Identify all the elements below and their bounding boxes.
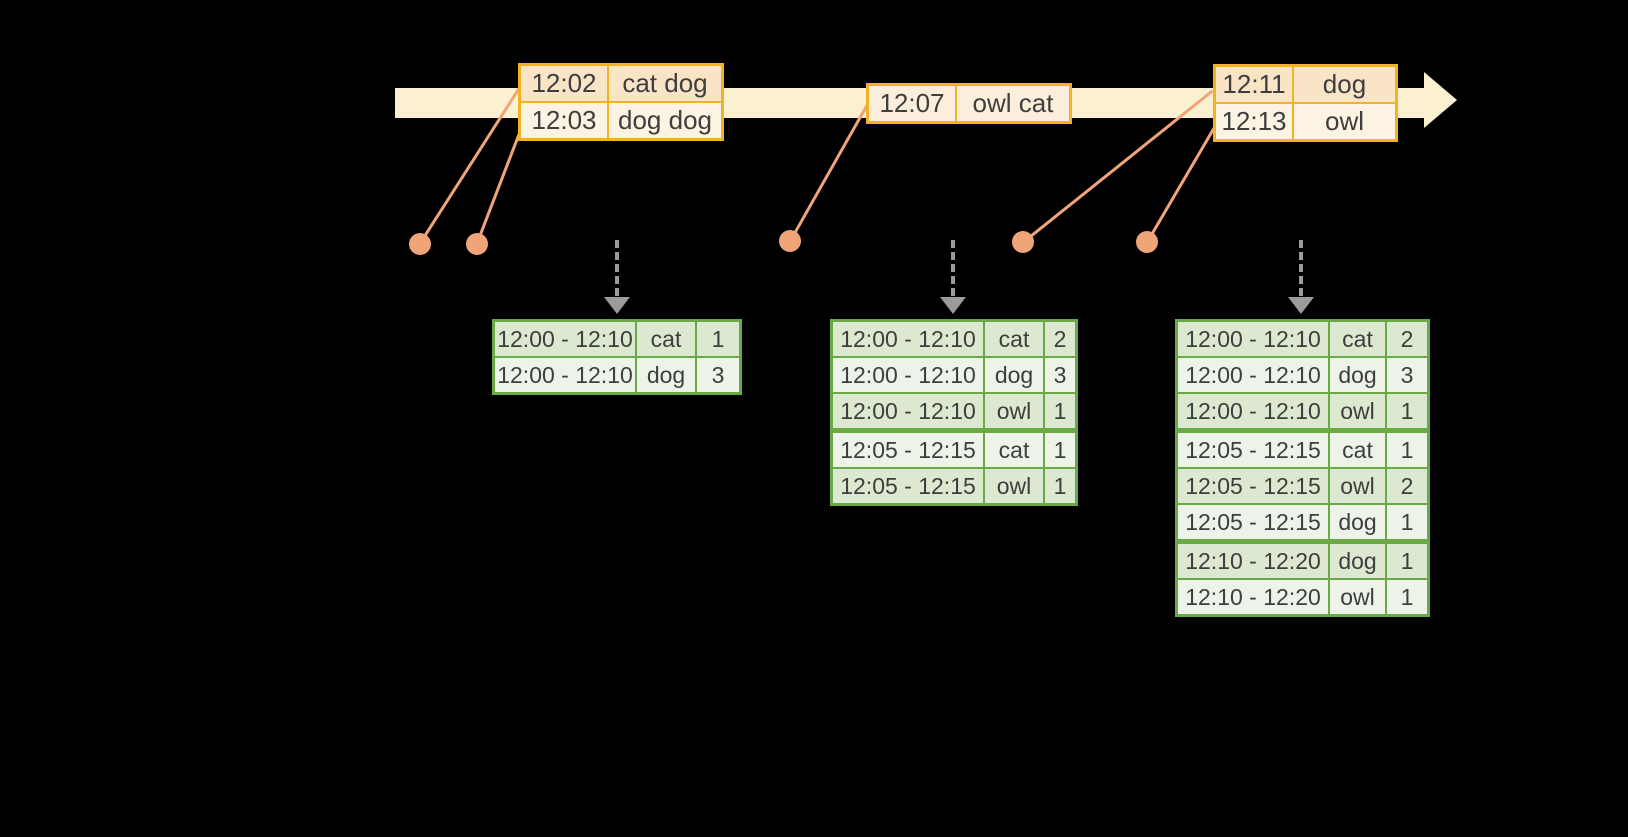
- count-cell: 1: [1387, 433, 1427, 467]
- key-cell: dog: [1330, 544, 1385, 578]
- count-cell: 2: [1045, 322, 1075, 356]
- count-cell: 3: [1045, 358, 1075, 392]
- event-dot-icon: [779, 230, 801, 252]
- key-cell: cat: [1330, 322, 1385, 356]
- count-cell: 1: [697, 322, 739, 356]
- count-cell: 1: [1387, 580, 1427, 614]
- count-cell: 1: [1045, 469, 1075, 503]
- result-row: 12:05 - 12:15 owl 1: [833, 469, 1075, 503]
- event-value: owl: [1294, 104, 1395, 139]
- result-row: 12:00 - 12:10 dog 3: [495, 358, 739, 392]
- key-cell: owl: [1330, 580, 1385, 614]
- dashed-shaft: [951, 240, 955, 296]
- event-value: dog dog: [609, 103, 721, 138]
- trigger-arrow: [940, 240, 966, 314]
- timeline-arrow-head-icon: [1424, 72, 1457, 128]
- window-cell: 12:05 - 12:15: [833, 433, 983, 467]
- count-cell: 3: [1387, 358, 1427, 392]
- down-arrow-icon: [604, 297, 630, 314]
- window-cell: 12:10 - 12:20: [1178, 544, 1328, 578]
- trigger-arrow: [1288, 240, 1314, 314]
- count-cell: 3: [697, 358, 739, 392]
- window-cell: 12:00 - 12:10: [495, 322, 635, 356]
- event-row: 12:03 dog dog: [521, 103, 721, 138]
- key-cell: owl: [1330, 394, 1385, 428]
- event-connector-line: [788, 102, 870, 243]
- window-cell: 12:00 - 12:10: [495, 358, 635, 392]
- result-row: 12:00 - 12:10 dog 3: [1178, 358, 1427, 392]
- trigger-arrow: [604, 240, 630, 314]
- key-cell: dog: [1330, 358, 1385, 392]
- count-cell: 2: [1387, 469, 1427, 503]
- event-row: 12:07 owl cat: [869, 86, 1069, 121]
- event-table-1: 12:02 cat dog 12:03 dog dog: [518, 63, 724, 141]
- event-value: owl cat: [957, 86, 1069, 121]
- key-cell: cat: [1330, 433, 1385, 467]
- result-row: 12:00 - 12:10 cat 2: [1178, 322, 1427, 356]
- result-row: 12:10 - 12:20 owl 1: [1178, 580, 1427, 614]
- window-cell: 12:05 - 12:15: [833, 469, 983, 503]
- key-cell: dog: [1330, 505, 1385, 539]
- count-cell: 1: [1045, 433, 1075, 467]
- event-table-2: 12:07 owl cat: [866, 83, 1072, 124]
- window-cell: 12:00 - 12:10: [1178, 358, 1328, 392]
- down-arrow-icon: [940, 297, 966, 314]
- window-cell: 12:00 - 12:10: [833, 322, 983, 356]
- event-time: 12:07: [869, 86, 955, 121]
- result-row: 12:10 - 12:20 dog 1: [1178, 544, 1427, 578]
- event-value: dog: [1294, 67, 1395, 102]
- count-cell: 1: [1045, 394, 1075, 428]
- event-dot-icon: [1012, 231, 1034, 253]
- event-dot-icon: [1136, 231, 1158, 253]
- down-arrow-icon: [1288, 297, 1314, 314]
- window-cell: 12:00 - 12:10: [833, 394, 983, 428]
- count-cell: 1: [1387, 505, 1427, 539]
- result-row: 12:05 - 12:15 cat 1: [833, 433, 1075, 467]
- event-table-3: 12:11 dog 12:13 owl: [1213, 64, 1398, 142]
- window-cell: 12:05 - 12:15: [1178, 433, 1328, 467]
- count-cell: 1: [1387, 544, 1427, 578]
- window-cell: 12:05 - 12:15: [1178, 469, 1328, 503]
- key-cell: owl: [1330, 469, 1385, 503]
- window-cell: 12:00 - 12:10: [1178, 322, 1328, 356]
- window-cell: 12:00 - 12:10: [1178, 394, 1328, 428]
- event-dot-icon: [409, 233, 431, 255]
- event-value: cat dog: [609, 66, 721, 101]
- key-cell: dog: [985, 358, 1043, 392]
- window-cell: 12:00 - 12:10: [833, 358, 983, 392]
- result-table-1: 12:00 - 12:10 cat 1 12:00 - 12:10 dog 3: [492, 319, 742, 395]
- event-time: 12:03: [521, 103, 607, 138]
- key-cell: owl: [985, 469, 1043, 503]
- event-time: 12:02: [521, 66, 607, 101]
- result-row: 12:00 - 12:10 cat 1: [495, 322, 739, 356]
- event-time: 12:13: [1216, 104, 1292, 139]
- dashed-shaft: [1299, 240, 1303, 296]
- event-row: 12:11 dog: [1216, 67, 1395, 102]
- key-cell: cat: [985, 433, 1043, 467]
- count-cell: 1: [1387, 394, 1427, 428]
- result-table-3: 12:00 - 12:10 cat 2 12:00 - 12:10 dog 3 …: [1175, 319, 1430, 617]
- key-cell: owl: [985, 394, 1043, 428]
- result-row: 12:05 - 12:15 owl 2: [1178, 469, 1427, 503]
- dashed-shaft: [615, 240, 619, 296]
- result-row: 12:00 - 12:10 cat 2: [833, 322, 1075, 356]
- result-row: 12:00 - 12:10 owl 1: [1178, 394, 1427, 428]
- event-time: 12:11: [1216, 67, 1292, 102]
- event-row: 12:13 owl: [1216, 104, 1395, 139]
- window-cell: 12:10 - 12:20: [1178, 580, 1328, 614]
- event-row: 12:02 cat dog: [521, 66, 721, 101]
- result-table-2: 12:00 - 12:10 cat 2 12:00 - 12:10 dog 3 …: [830, 319, 1078, 506]
- key-cell: dog: [637, 358, 695, 392]
- result-row: 12:00 - 12:10 owl 1: [833, 394, 1075, 428]
- key-cell: cat: [637, 322, 695, 356]
- window-cell: 12:05 - 12:15: [1178, 505, 1328, 539]
- event-connector-line: [1145, 125, 1217, 244]
- result-row: 12:00 - 12:10 dog 3: [833, 358, 1075, 392]
- key-cell: cat: [985, 322, 1043, 356]
- count-cell: 2: [1387, 322, 1427, 356]
- event-dot-icon: [466, 233, 488, 255]
- result-row: 12:05 - 12:15 dog 1: [1178, 505, 1427, 539]
- result-row: 12:05 - 12:15 cat 1: [1178, 433, 1427, 467]
